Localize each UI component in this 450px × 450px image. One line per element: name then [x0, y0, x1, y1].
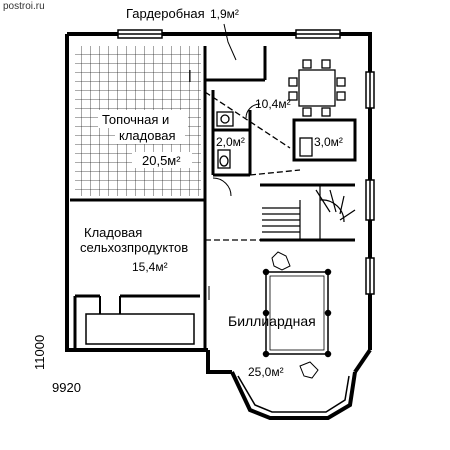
beam-lines: [204, 91, 301, 241]
bay-window: [230, 371, 357, 420]
area-billiard: 25,0м²: [248, 365, 284, 379]
interior-walls: [70, 46, 357, 350]
label-boiler-room-2: кладовая: [119, 128, 176, 143]
label-wardrobe: Гардеробная: [126, 6, 205, 21]
label-boiler-room-1: Топочная и: [102, 112, 169, 127]
area-bath: 3,0м²: [314, 135, 343, 149]
area-boiler-room: 20,5м²: [142, 153, 181, 168]
label-billiard: Биллиардная: [228, 313, 316, 329]
label-pantry-1: Кладовая: [84, 225, 142, 240]
storage-shelf: [85, 313, 195, 345]
area-pantry: 15,4м²: [132, 260, 168, 274]
leader-line: [223, 23, 237, 61]
area-wc: 2,0м²: [216, 135, 245, 149]
right-windows: [365, 71, 375, 295]
outer-walls: [65, 32, 372, 374]
staircase: [262, 185, 356, 240]
area-wardrobe: 1,9м²: [210, 7, 239, 21]
area-dining: 10,4м²: [255, 97, 291, 111]
dimension-depth: 11000: [32, 335, 47, 370]
door-swings: [189, 70, 261, 300]
top-windows: [117, 29, 341, 39]
dining-table: [288, 59, 346, 117]
source-watermark: postroi.ru: [3, 1, 45, 12]
label-pantry-2: сельхозпродуктов: [80, 240, 188, 255]
billiard-table: [262, 251, 332, 379]
dimension-width: 9920: [52, 380, 81, 395]
bathroom-fixtures: [216, 111, 313, 169]
